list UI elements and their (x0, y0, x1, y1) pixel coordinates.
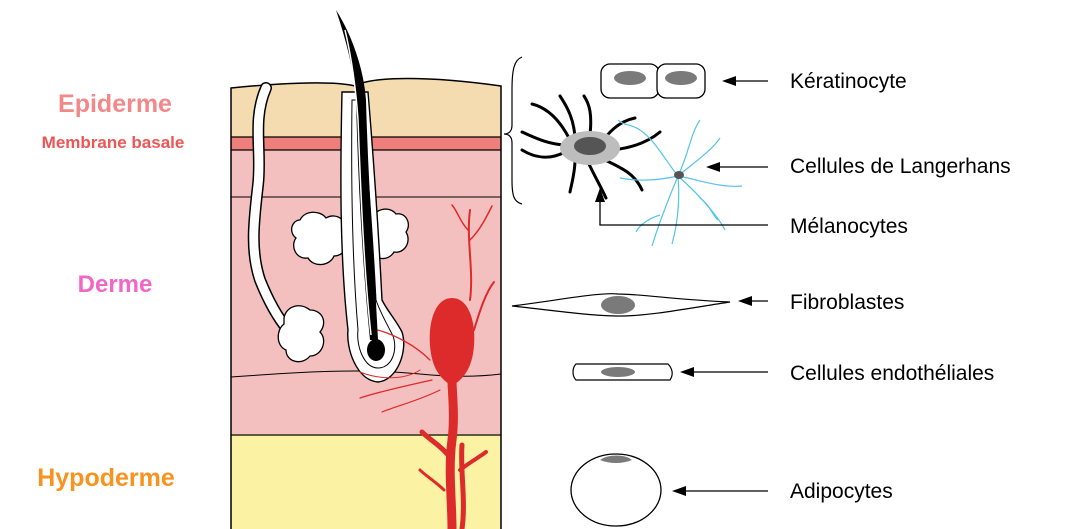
langerhans-nucleus (674, 171, 684, 179)
arrowhead-endothelial (680, 367, 694, 377)
arrowheads (595, 76, 752, 496)
cell-label-fibroblastes: Fibroblastes (790, 291, 904, 314)
cell-label-melanocytes: Mélanocytes (790, 215, 908, 238)
fibroblast-icon (512, 294, 730, 316)
endothelial-cell-icon (573, 364, 672, 380)
layer-label-derme: Derme (78, 271, 153, 298)
cell-label-langerhans: Cellules de Langerhans (790, 155, 1011, 178)
melanocyte-icon (522, 96, 660, 198)
layer-label-membrane-basale: Membrane basale (42, 133, 185, 152)
arrows (600, 81, 768, 491)
epidermis-bracket (504, 57, 522, 204)
layer-label-hypoderme: Hypoderme (37, 464, 175, 492)
keratinocyte-icon (601, 64, 705, 98)
layer-label-epiderme: Epiderme (58, 90, 172, 118)
cell-label-endotheliales: Cellules endothéliales (790, 362, 994, 385)
cell-label-adipocytes: Adipocytes (790, 480, 893, 503)
arrowhead-langerhans (706, 162, 720, 172)
cell-label-keratinocyte: Kératinocyte (790, 70, 907, 93)
adipocyte-icon (571, 454, 661, 526)
hair-bulb (367, 339, 385, 361)
arrowhead-keratinocyte (722, 76, 736, 86)
arrowhead-fibroblast (738, 296, 752, 306)
arrowhead-adipocyte (672, 486, 686, 496)
